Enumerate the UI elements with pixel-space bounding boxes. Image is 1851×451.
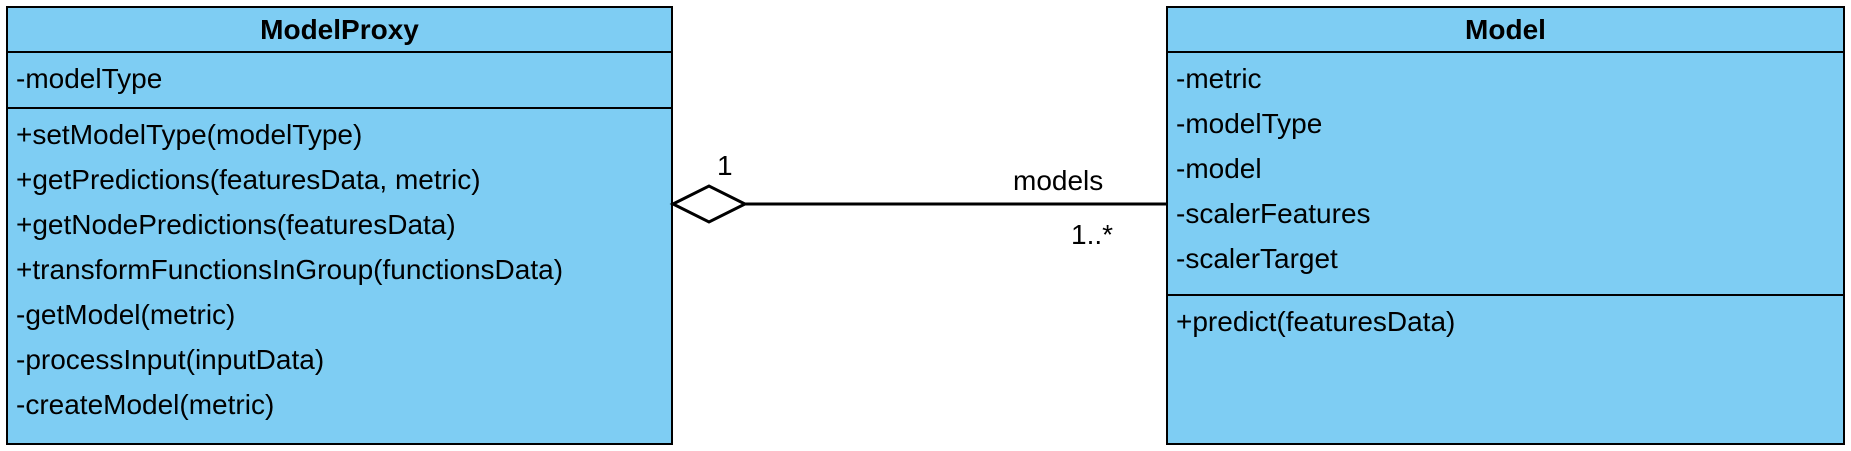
operation: -getModel(metric) (16, 299, 236, 330)
role-name: models (1013, 165, 1104, 196)
operation: +transformFunctionsInGroup(functionsData… (16, 254, 564, 285)
attribute: -scalerTarget (1176, 243, 1338, 274)
attributes-compartment: -modelType (8, 53, 671, 109)
attribute: -modelType (16, 63, 163, 94)
operation: +setModelType(modelType) (16, 119, 363, 150)
operation: +predict(featuresData) (1176, 306, 1456, 337)
attribute: -modelType (1176, 108, 1323, 139)
operations-compartment: +setModelType(modelType) +getPredictions… (8, 109, 671, 427)
operations-compartment: +predict(featuresData) (1168, 296, 1843, 344)
operation: +getPredictions(featuresData, metric) (16, 164, 481, 195)
class-name: ModelProxy (8, 8, 671, 53)
operation: -processInput(inputData) (16, 344, 325, 375)
multiplicity-target: 1..* (1071, 219, 1114, 250)
multiplicity-source: 1 (717, 150, 733, 181)
attribute: -scalerFeatures (1176, 198, 1371, 229)
class-model[interactable]: Model -metric -modelType -model -scalerF… (1166, 6, 1845, 445)
aggregation-diamond-icon (669, 184, 749, 224)
class-name: Model (1168, 8, 1843, 53)
operation: +getNodePredictions(featuresData) (16, 209, 456, 240)
class-modelproxy[interactable]: ModelProxy -modelType +setModelType(mode… (6, 6, 673, 445)
operation: -createModel(metric) (16, 389, 275, 420)
attribute: -metric (1176, 63, 1262, 94)
attributes-compartment: -metric -modelType -model -scalerFeature… (1168, 53, 1843, 296)
attribute: -model (1176, 153, 1262, 184)
